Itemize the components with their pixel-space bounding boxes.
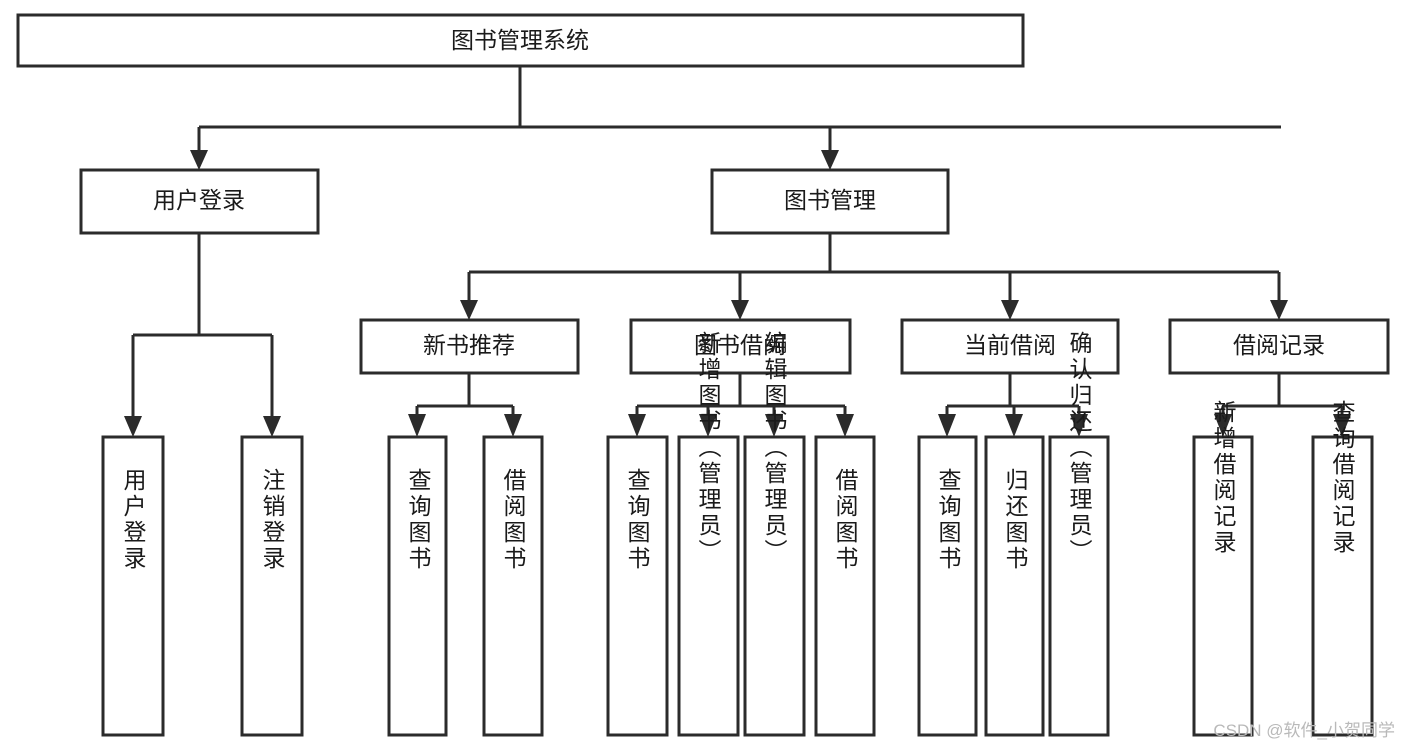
arrowhead-new-book-rec (460, 300, 478, 320)
arrowhead-leaf-query-book-2 (628, 414, 646, 437)
node-leaf-query-book-1[interactable]: 查询图书 (387, 435, 448, 737)
arrowhead-book-manage (821, 150, 839, 170)
node-leaf-user-login-box[interactable] (101, 435, 165, 737)
node-current-borrow-label: 当前借阅 (964, 332, 1056, 358)
node-leaf-borrow-book-2-box[interactable] (814, 435, 876, 737)
connector-root-to-level2 (190, 66, 1281, 170)
node-new-book-rec-label: 新书推荐 (423, 332, 515, 358)
node-leaf-borrow-book-1-box[interactable] (482, 435, 544, 737)
arrowhead-leaf-query-record (1333, 414, 1351, 437)
connector-user-login-to-leaves (124, 233, 281, 437)
node-leaf-query-book-3-box[interactable] (917, 435, 978, 737)
node-leaf-query-book-1-label: 查询图书 (405, 468, 432, 572)
arrowhead-user-login (190, 150, 208, 170)
node-borrow-record-box[interactable] (1168, 318, 1390, 375)
node-new-book-rec-box[interactable] (359, 318, 580, 375)
node-leaf-user-login[interactable]: 用户登录 (101, 435, 165, 737)
node-book-borrow-box[interactable] (629, 318, 852, 375)
node-leaf-edit-book-label: 编辑图书（管理员） (761, 331, 788, 565)
node-leaf-borrow-book-2-label: 借阅图书 (832, 468, 859, 572)
connector-book-manage-to-level3 (460, 233, 1288, 320)
arrowhead-leaf-add-book (699, 414, 717, 437)
node-borrow-record-label: 借阅记录 (1233, 332, 1325, 358)
connector-current-borrow-to-leaves (938, 373, 1088, 437)
arrowhead-leaf-query-book-1 (408, 414, 426, 437)
arrowhead-leaf-user-login (124, 416, 142, 437)
arrowhead-leaf-confirm-return (1070, 414, 1088, 437)
node-root-box[interactable] (16, 13, 1025, 68)
node-book-manage[interactable]: 图书管理 (710, 168, 950, 235)
node-current-borrow[interactable]: 当前借阅 (900, 318, 1120, 375)
node-book-borrow[interactable]: 图书借阅 (629, 318, 852, 375)
node-leaf-query-record-label: 查询借阅记录 (1329, 400, 1356, 556)
node-leaf-add-book-label: 新增图书（管理员） (695, 331, 722, 565)
node-leaf-add-book-box[interactable] (677, 435, 740, 737)
node-leaf-return-book[interactable]: 归还图书 (984, 435, 1045, 737)
node-leaf-edit-book[interactable]: 编辑图书（管理员） (743, 331, 806, 737)
node-leaf-query-record[interactable]: 查询借阅记录 (1311, 400, 1374, 737)
node-leaf-add-record-label: 新增借阅记录 (1210, 400, 1237, 556)
node-leaf-query-book-1-box[interactable] (387, 435, 448, 737)
node-new-book-rec[interactable]: 新书推荐 (359, 318, 580, 375)
node-leaf-query-record-box[interactable] (1311, 435, 1374, 737)
arrowhead-leaf-logout (263, 416, 281, 437)
node-leaf-query-book-3-label: 查询图书 (935, 468, 962, 572)
node-user-login[interactable]: 用户登录 (79, 168, 320, 235)
node-leaf-return-book-box[interactable] (984, 435, 1045, 737)
node-leaf-logout[interactable]: 注销登录 (240, 435, 304, 737)
node-leaf-add-book[interactable]: 新增图书（管理员） (677, 331, 740, 737)
node-leaf-query-book-3[interactable]: 查询图书 (917, 435, 978, 737)
node-current-borrow-box[interactable] (900, 318, 1120, 375)
connector-book-borrow-to-leaves (628, 373, 854, 437)
node-leaf-confirm-return-box[interactable] (1048, 435, 1110, 737)
arrowhead-leaf-borrow-book-2 (836, 414, 854, 437)
node-book-manage-label: 图书管理 (784, 187, 876, 213)
node-root-label: 图书管理系统 (451, 27, 589, 53)
arrowhead-current-borrow (1001, 300, 1019, 320)
node-leaf-confirm-return[interactable]: 确认归还（管理员） (1048, 331, 1110, 737)
node-leaf-confirm-return-label: 确认归还（管理员） (1066, 331, 1093, 565)
arrowhead-leaf-borrow-book-1 (504, 414, 522, 437)
arrowhead-leaf-query-book-3 (938, 414, 956, 437)
node-leaf-user-login-label: 用户登录 (120, 468, 147, 572)
node-leaf-edit-book-box[interactable] (743, 435, 806, 737)
node-leaf-query-book-2[interactable]: 查询图书 (606, 435, 669, 737)
arrowhead-leaf-return-book (1005, 414, 1023, 437)
connector-new-book-rec-to-leaves (408, 373, 522, 437)
node-leaf-borrow-book-1[interactable]: 借阅图书 (482, 435, 544, 737)
node-leaf-logout-box[interactable] (240, 435, 304, 737)
connector-borrow-record-to-leaves (1214, 373, 1351, 437)
node-leaf-borrow-book-1-label: 借阅图书 (500, 468, 527, 572)
node-leaf-query-book-2-box[interactable] (606, 435, 669, 737)
node-user-login-box[interactable] (79, 168, 320, 235)
node-user-login-label: 用户登录 (153, 187, 245, 213)
node-leaf-logout-label: 注销登录 (259, 468, 286, 572)
arrowhead-leaf-add-record (1214, 414, 1232, 437)
arrowhead-borrow-record (1270, 300, 1288, 320)
arrowhead-leaf-edit-book (765, 414, 783, 437)
node-borrow-record[interactable]: 借阅记录 (1168, 318, 1390, 375)
node-leaf-return-book-label: 归还图书 (1002, 468, 1029, 572)
node-leaf-add-record-box[interactable] (1192, 435, 1254, 737)
node-book-borrow-label: 图书借阅 (694, 332, 786, 358)
node-root[interactable]: 图书管理系统 (16, 13, 1025, 68)
node-leaf-add-record[interactable]: 新增借阅记录 (1192, 400, 1254, 737)
arrowhead-book-borrow (731, 300, 749, 320)
node-leaf-query-book-2-label: 查询图书 (624, 468, 651, 572)
node-leaf-borrow-book-2[interactable]: 借阅图书 (814, 435, 876, 737)
node-book-manage-box[interactable] (710, 168, 950, 235)
